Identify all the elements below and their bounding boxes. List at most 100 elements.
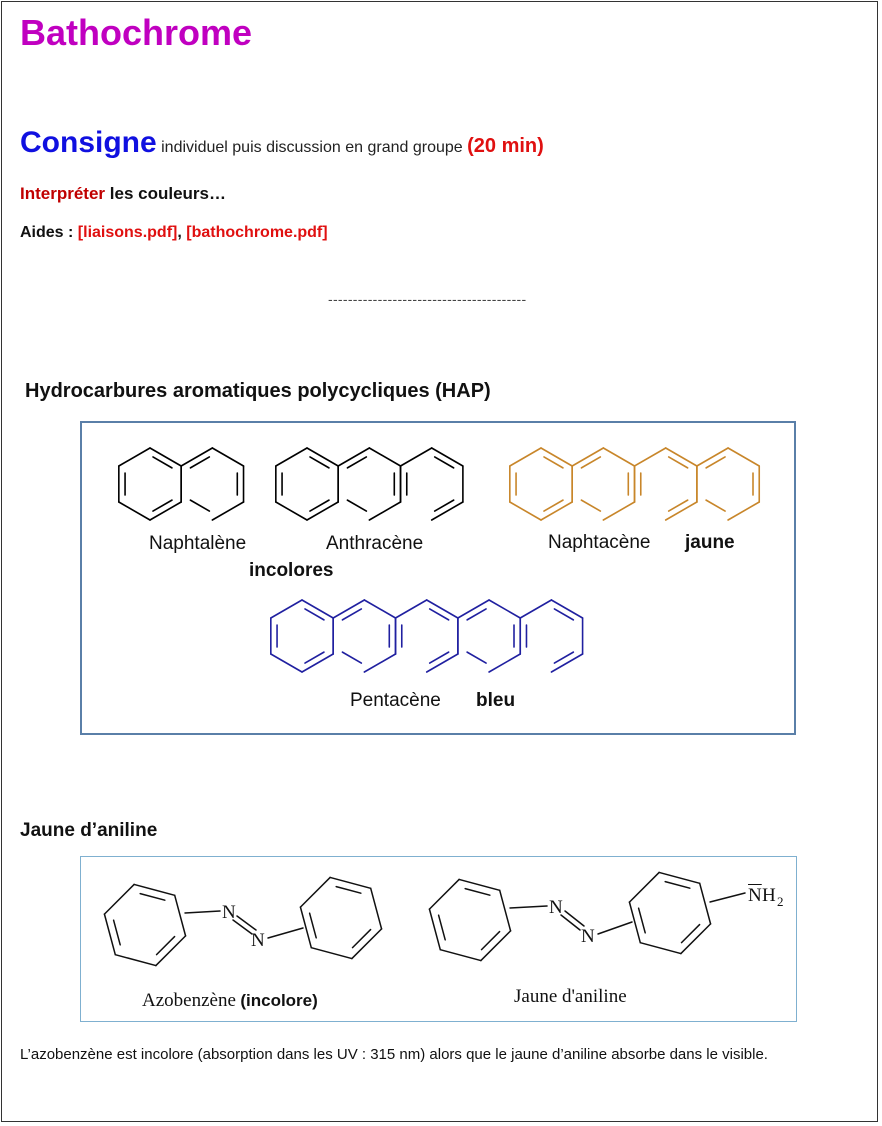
pentacene-bond: [332, 599, 366, 619]
naphtacene-double-bond: [705, 456, 726, 469]
aniline-n-c-bond: [597, 921, 633, 935]
naphtalene-bond: [149, 447, 182, 467]
anthracene-bond: [306, 447, 339, 467]
aniline-ring-right-bond: [628, 901, 642, 944]
pentacene-double-bond: [304, 651, 325, 664]
aniline-heading: Jaune d’aniline: [20, 820, 158, 841]
pentacene-bond: [301, 599, 334, 619]
aniline-ring-left-bond: [480, 930, 512, 962]
azo-ring-right-double-bond: [335, 885, 362, 894]
incolores-note: incolores: [249, 560, 334, 581]
instruction-verb: Interpréter: [20, 184, 106, 203]
nh2-n: N: [748, 885, 762, 906]
azo-ring-left-bond: [173, 894, 187, 937]
liaisons-link[interactable]: [liaisons.pdf]: [77, 224, 178, 241]
azo-ring-right-bond: [310, 946, 353, 960]
naphtacene-bond: [664, 501, 698, 521]
anthracene-double-bond: [346, 499, 368, 512]
aniline-ring-left-double-bond: [480, 930, 501, 951]
consigne-duration: (20 min): [467, 135, 544, 157]
azo-ring-left-double-bond: [155, 935, 176, 956]
azobenzene-name: Azobenzène: [142, 990, 236, 1011]
aniline-n-n-bond: [560, 914, 581, 931]
aides-label: Aides :: [20, 224, 74, 241]
aniline-n2: N: [581, 926, 595, 947]
naphtacene-double-bond: [580, 456, 602, 469]
pentacene-bond: [550, 653, 584, 673]
aniline-c-nh2-bond: [709, 892, 746, 903]
page-title: Bathochrome: [20, 12, 253, 53]
aniline-n-n-bond: [564, 910, 585, 927]
azo-n-c-bond: [267, 927, 304, 939]
anthracene-bond: [399, 447, 433, 467]
naphtalene-bond: [211, 447, 245, 467]
anthracene-double-bond: [346, 456, 368, 469]
pentacene-double-bond: [553, 608, 575, 621]
naphtacene-bond: [664, 447, 698, 467]
pentacene-bond: [363, 599, 397, 619]
naphtacene-bond: [696, 447, 729, 467]
anthracene-double-bond: [433, 499, 455, 512]
consigne-label: Consigne: [20, 126, 157, 159]
aniline-ring-left-bond: [498, 889, 512, 932]
anthracene-bond: [430, 447, 464, 467]
naphtalene-double-bond: [189, 456, 211, 469]
pentacene-double-bond: [341, 651, 363, 664]
naphtacene-double-bond: [667, 499, 689, 512]
azo-ring-right-double-bond: [308, 912, 317, 939]
naphtacene-double-bond: [667, 456, 689, 469]
pentacene-bond: [488, 653, 522, 673]
aniline-ring-left-bond: [428, 908, 442, 951]
azo-n2: N: [251, 930, 265, 951]
pentacene-bond: [550, 599, 584, 619]
bathochrome-link[interactable]: [bathochrome.pdf]: [186, 224, 328, 241]
naphtacene-label: Naphtacène: [548, 532, 651, 553]
azo-ring-right-bond: [351, 928, 383, 960]
naphtacene-bond: [509, 447, 542, 467]
consigne-text: individuel puis discussion en grand grou…: [161, 139, 463, 156]
pentacene-double-bond: [341, 608, 363, 621]
pentacene-bond: [457, 599, 490, 619]
naphtacene-double-bond: [543, 456, 564, 469]
pentacene-bond: [394, 599, 428, 619]
naphtacene-bond: [509, 501, 542, 521]
naphtalene-bond: [118, 501, 151, 521]
azo-ring-left-bond: [155, 935, 187, 967]
azo-ring-left-bond: [103, 913, 117, 956]
naphtacene-bond: [540, 447, 573, 467]
naphtalene-bond: [211, 501, 245, 521]
naphtalene-label: Naphtalène: [149, 533, 247, 554]
anthracene-double-bond: [309, 456, 330, 469]
azo-ring-right-bond: [329, 876, 372, 890]
anthracene-double-bond: [433, 456, 455, 469]
aniline-ring-right-double-bond: [664, 880, 691, 889]
pentacene-bond: [270, 653, 303, 673]
aniline-ring-left-double-bond: [437, 914, 446, 941]
consigne-line: Consigne individuel puis discussion en g…: [20, 126, 544, 160]
hap-box: [80, 421, 796, 735]
azo-ring-left-double-bond: [112, 919, 121, 946]
naphtacene-double-bond: [580, 499, 602, 512]
aniline-ring-left-double-bond: [464, 887, 491, 896]
naphtacene-bond: [571, 447, 605, 467]
pentacene-double-bond: [304, 608, 325, 621]
separator: ----------------------------------------: [328, 291, 527, 307]
naphtacene-bond: [602, 501, 636, 521]
naphtacene-double-bond: [543, 499, 564, 512]
azobenzene-note: (incolore): [240, 991, 318, 1010]
naphtacene-bond: [727, 501, 761, 521]
pentacene-bond: [425, 653, 459, 673]
azo-ring-left-bond: [133, 883, 176, 897]
instruction: Interpréter les couleurs…: [20, 184, 226, 204]
pentacene-bond: [425, 599, 459, 619]
naphtalene-double-bond: [152, 456, 173, 469]
pentacene-double-bond: [466, 608, 487, 621]
anthracene-bond: [337, 447, 371, 467]
anthracene-double-bond: [309, 499, 330, 512]
aniline-ring-right-bond: [698, 882, 712, 925]
anthracene-label: Anthracène: [326, 533, 424, 554]
azo-c-n-bond: [184, 910, 221, 914]
pentacene-bond: [301, 653, 334, 673]
azo-ring-right-bond: [299, 906, 313, 949]
